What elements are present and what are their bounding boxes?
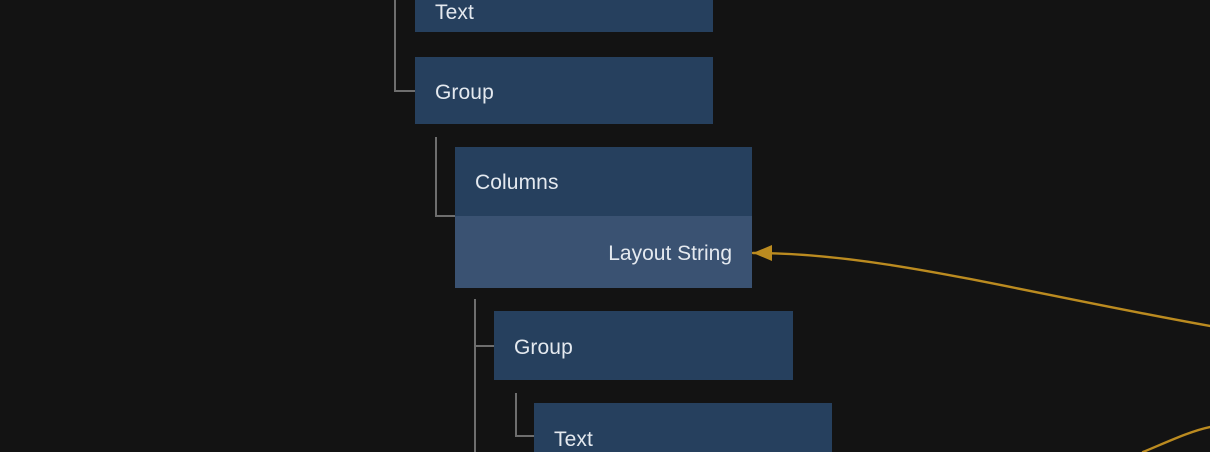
node-property-row[interactable]: Layout String — [455, 216, 752, 288]
node-property-label: Layout String — [608, 242, 732, 265]
tree-node[interactable]: Group — [494, 311, 793, 380]
connection-edge — [1141, 425, 1210, 452]
tree-node-header[interactable] — [455, 147, 752, 216]
tree-node[interactable]: Text — [534, 403, 832, 452]
tree-connector-line — [515, 393, 517, 437]
edge-arrowhead-icon — [753, 245, 772, 261]
tree-node-label: Text — [435, 1, 474, 24]
tree-node[interactable]: Text — [415, 0, 713, 32]
tree-connector-line — [435, 137, 437, 217]
tree-connector-line — [394, 0, 396, 92]
tree-connector-line — [394, 90, 415, 92]
tree-connector-line — [515, 435, 534, 437]
tree-connector-line — [435, 215, 455, 217]
connection-edge — [751, 251, 1210, 328]
tree-connector-line — [474, 299, 476, 452]
tree-node[interactable]: Group — [415, 57, 713, 124]
tree-node-label: Group — [435, 81, 494, 104]
tree-connector-line — [474, 345, 494, 347]
tree-node-label: Group — [514, 336, 573, 359]
tree-node-label: Text — [554, 428, 593, 451]
tree-node-label: Columns — [475, 171, 559, 194]
